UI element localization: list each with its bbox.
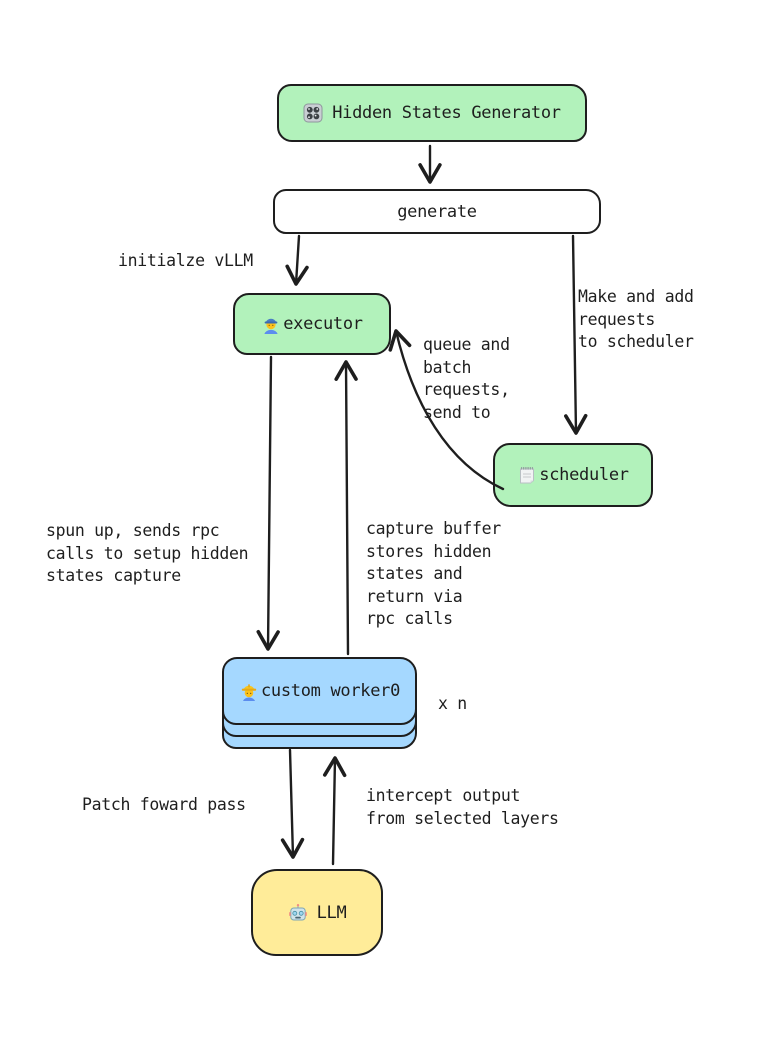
label-spun-up-rpc: spun up, sends rpc calls to setup hidden…	[46, 521, 249, 585]
node-label: generate	[397, 201, 477, 222]
node-label: Hidden States Generator	[332, 103, 561, 123]
notepad-icon	[517, 465, 537, 485]
node-scheduler: scheduler	[493, 443, 653, 507]
node-label: scheduler	[539, 465, 629, 485]
construction-worker-icon	[239, 681, 259, 701]
arrow-worker-to-llm	[280, 748, 305, 859]
arrow-generate-to-scheduler	[564, 234, 588, 435]
label-initialize-vllm: initialze vLLM	[118, 251, 253, 270]
arrow-worker-to-executor	[334, 360, 358, 656]
label-worker-multiplier: x n	[438, 694, 467, 713]
arrow-executor-to-worker	[256, 355, 280, 651]
node-label: custom worker0	[260, 681, 401, 701]
node-label: LLM	[316, 902, 347, 923]
label-make-and-add-requests: Make and add requests to scheduler	[578, 287, 694, 351]
arrow-llm-to-worker	[322, 756, 347, 866]
node-llm: LLM	[251, 869, 383, 956]
label-queue-and-batch: queue and batch requests, send to	[423, 335, 510, 422]
node-generate: generate	[273, 189, 601, 234]
node-executor: executor	[233, 293, 391, 355]
node-custom-worker-stack: custom worker0	[222, 657, 417, 753]
label-patch-forward-pass: Patch foward pass	[82, 795, 246, 814]
node-hidden-states-generator: Hidden States Generator	[277, 84, 587, 142]
mechanic-icon	[261, 314, 281, 334]
node-custom-worker: custom worker0	[222, 657, 417, 725]
label-capture-buffer: capture buffer stores hidden states and …	[366, 519, 501, 628]
node-label: executor	[283, 314, 363, 334]
label-intercept-output: intercept output from selected layers	[366, 786, 559, 828]
arrow-generate-to-executor	[285, 234, 309, 286]
control-knobs-icon	[303, 103, 323, 123]
robot-icon	[288, 903, 308, 923]
